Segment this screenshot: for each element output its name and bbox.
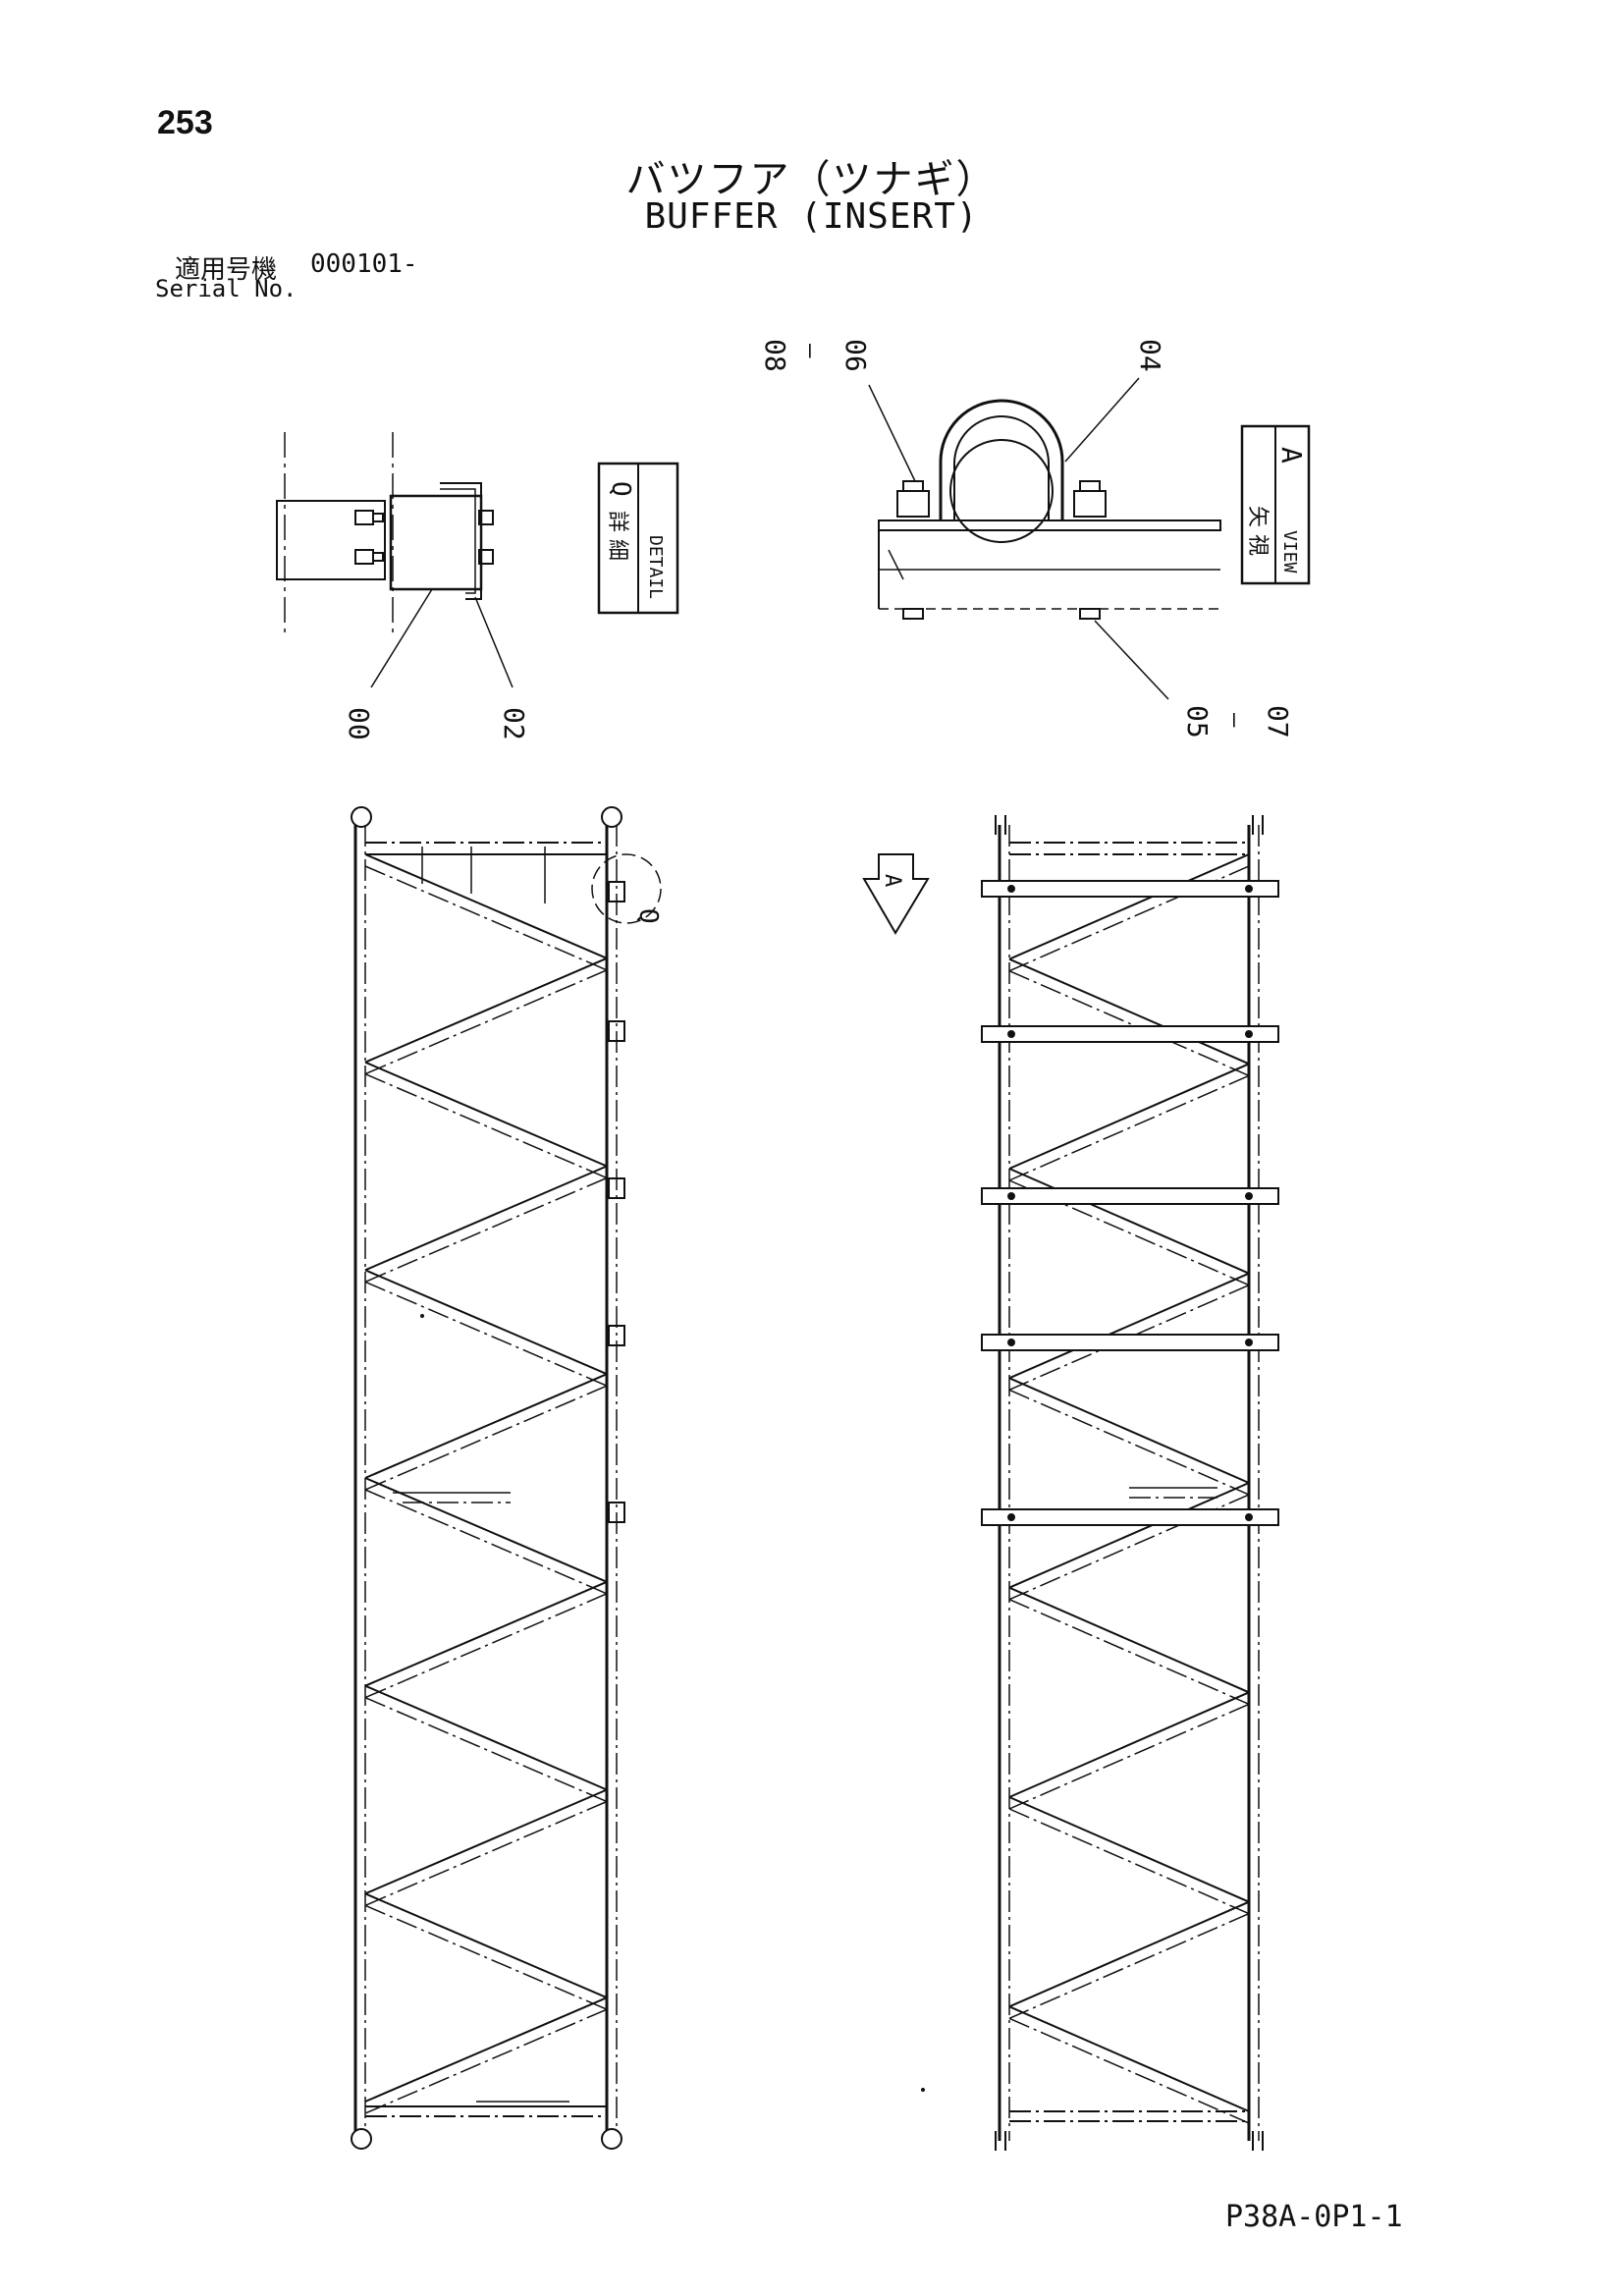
lattice-diagonal <box>1008 2017 1250 2124</box>
callout-07: 07 <box>1262 705 1294 738</box>
lattice-diagonal <box>1008 1691 1250 1798</box>
serial-value: 000101- <box>310 249 418 279</box>
title-japanese: バツフア（ツナギ） <box>625 157 998 202</box>
speck <box>921 2088 925 2092</box>
serial-label-english: Serial No. <box>155 275 298 302</box>
lattice-diagonal <box>1008 1598 1250 1706</box>
lattice-diagonal <box>1008 969 1250 1077</box>
detail-box-label-en: DETAIL <box>645 535 666 599</box>
boom-side-view <box>351 806 662 2150</box>
lattice-diagonal <box>1008 2005 1250 2112</box>
speck <box>420 1314 424 1318</box>
view-box-label-jp: 矢 視 <box>1245 506 1270 556</box>
document-code: P38A-0P1-1 <box>1225 2200 1403 2234</box>
callout-02: 02 <box>498 707 530 740</box>
lattice-diagonal <box>364 1061 608 1168</box>
nut-icon <box>896 480 1107 620</box>
buffer-bar <box>981 1187 1279 1205</box>
boom-view-a <box>981 815 1279 2151</box>
view-arrow-label: A <box>880 874 904 887</box>
callout-06: 06 <box>839 339 872 372</box>
lattice-diagonal <box>364 1176 608 1284</box>
lattice-diagonal <box>364 1269 608 1376</box>
lattice-diagonal <box>364 957 608 1064</box>
bolt-icon <box>1245 1339 1253 1346</box>
lattice-diagonal <box>364 1580 608 1687</box>
lattice-diagonal <box>364 865 608 971</box>
lattice-diagonal <box>364 1489 608 1595</box>
lattice-diagonal <box>364 1373 608 1479</box>
lattice-diagonal <box>364 1072 608 1179</box>
lattice-diagonal <box>1008 1074 1250 1181</box>
lattice-diagonal <box>1008 1808 1250 1915</box>
bolt-icon <box>1245 885 1253 893</box>
bolt-icon <box>1007 1030 1015 1038</box>
detail-q-marker: Q <box>633 908 663 924</box>
callout-04: 04 <box>1134 339 1166 372</box>
view-box-label-en: VIEW <box>1279 530 1300 574</box>
buffer-bar <box>981 1508 1279 1526</box>
lattice-diagonal <box>364 1385 608 1491</box>
bolt-icon <box>1245 1030 1253 1038</box>
callout-dash-2: – <box>1221 713 1249 728</box>
bolt-icon <box>1245 1513 1253 1521</box>
lattice-diagonal <box>364 1788 608 1895</box>
view-arrow-icon <box>862 853 930 935</box>
detail-q-view <box>276 432 514 688</box>
view-box <box>1240 424 1311 585</box>
lattice-diagonal <box>364 853 608 959</box>
lattice-diagonal <box>364 1165 608 1272</box>
callout-05: 05 <box>1181 705 1214 738</box>
lattice-diagonal <box>364 969 608 1075</box>
lattice-diagonal <box>1008 1389 1250 1496</box>
bolt-icon <box>1245 1192 1253 1200</box>
view-box-ref: A <box>1275 447 1308 464</box>
detail-box-label-jp: 詳 細 <box>605 511 629 561</box>
buffer-bar <box>981 1334 1279 1351</box>
callout-00: 00 <box>343 707 375 740</box>
serial-label-japanese: 適用号機 <box>175 255 278 285</box>
bolt-icon <box>354 510 494 565</box>
lattice-diagonal <box>364 1800 608 1907</box>
lattice-diagonal <box>364 1696 608 1803</box>
buffer-bar <box>981 880 1279 898</box>
lattice-diagonal <box>1008 853 1250 960</box>
lattice-diagonal <box>1008 1703 1250 1810</box>
lattice-diagonal <box>364 2008 608 2114</box>
lattice-diagonal <box>364 1904 608 2010</box>
bolt-icon <box>1007 1192 1015 1200</box>
lattice-diagonal <box>1008 957 1250 1066</box>
bolt-icon <box>1007 885 1015 893</box>
lattice-diagonal <box>364 1684 608 1791</box>
bolt-icon <box>1007 1513 1015 1521</box>
bolt-icon <box>1007 1339 1015 1346</box>
lattice-diagonal <box>364 1892 608 1999</box>
lattice-diagonal <box>1008 1377 1250 1484</box>
lattice-diagonal <box>1008 1900 1250 2008</box>
lattice-diagonal <box>364 1477 608 1583</box>
lattice-diagonal <box>364 1996 608 2103</box>
lattice-diagonal <box>1008 1063 1250 1170</box>
view-a-drawing <box>868 377 1221 700</box>
callout-08: 08 <box>759 339 791 372</box>
lattice-diagonal <box>1008 1272 1250 1380</box>
title-english: BUFFER (INSERT) <box>644 196 979 237</box>
callout-dash-1: – <box>797 344 825 358</box>
lattice-diagonal <box>1008 1912 1250 2020</box>
buffer-bar <box>981 1025 1279 1043</box>
buffer-bracket-icon <box>608 881 625 1523</box>
lattice-diagonal <box>1008 1168 1250 1275</box>
lattice-diagonal <box>1008 1586 1250 1694</box>
lattice-diagonal <box>364 1593 608 1699</box>
lattice-diagonal <box>364 1281 608 1387</box>
lattice-diagonal <box>1008 1796 1250 1903</box>
page-number: 253 <box>157 104 213 141</box>
lattice-diagonal <box>1008 1482 1250 1589</box>
detail-box <box>597 462 679 615</box>
detail-box-ref: Q <box>606 481 635 497</box>
